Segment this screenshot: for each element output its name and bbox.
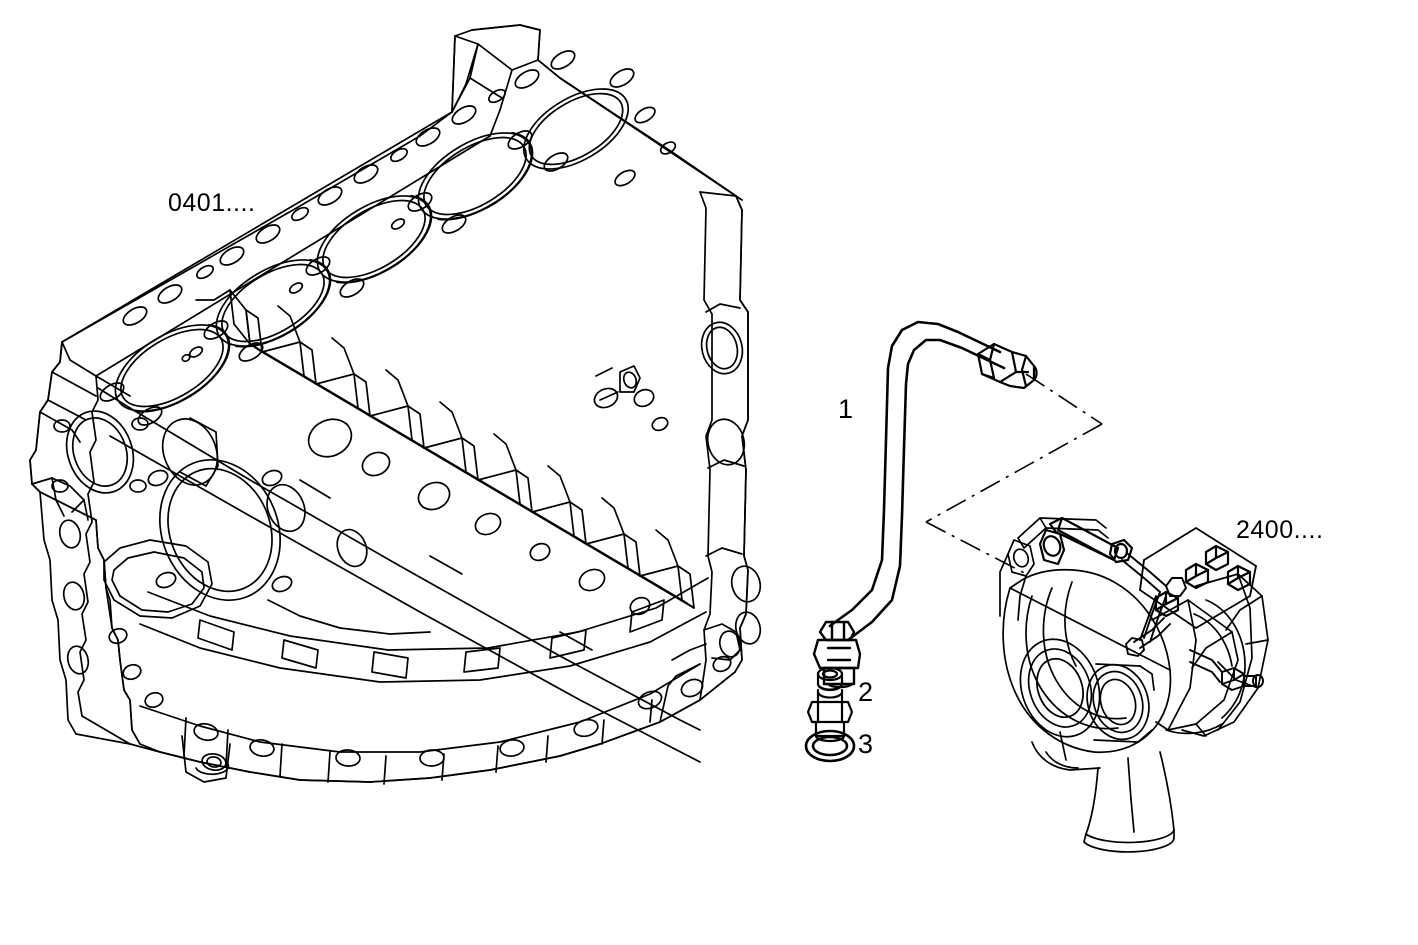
oil-supply-pipe-illustration — [828, 320, 1006, 642]
assembly-centre-lines — [925, 373, 1103, 577]
group-label-engine-block: 0401.... — [168, 189, 256, 217]
engine-block-illustration — [29, 24, 762, 785]
sealing-ring-illustration — [804, 729, 856, 763]
turbocharger-illustration — [999, 516, 1269, 853]
pipe-upper-connector — [976, 342, 1038, 390]
item-label-sealing-ring: 3 — [858, 729, 874, 759]
group-label-turbocharger: 2400.... — [1236, 516, 1324, 544]
pipe-lower-connector — [812, 620, 862, 689]
item-label-oil-pipe: 1 — [838, 394, 854, 424]
item-label-hollow-screw: 2 — [858, 677, 874, 707]
hollow-screw-illustration — [806, 666, 854, 743]
